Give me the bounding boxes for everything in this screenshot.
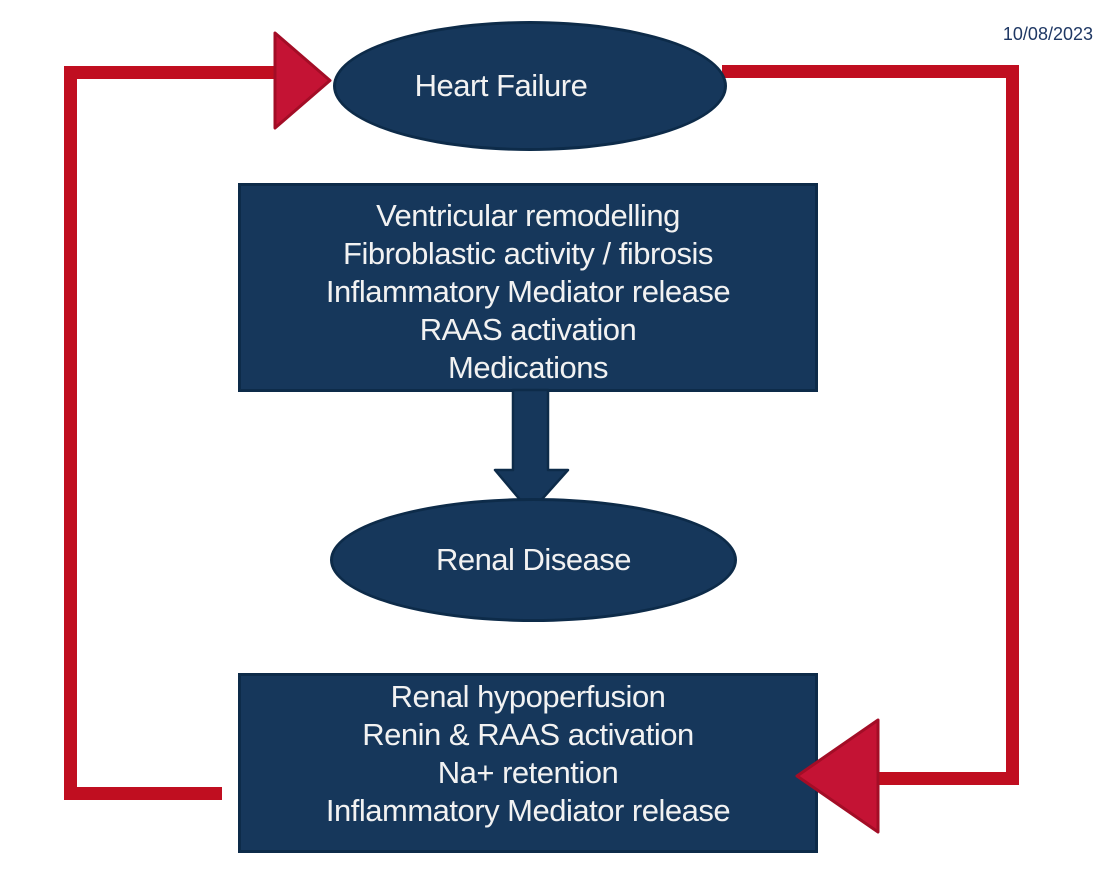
upper-box-line: Fibroblastic activity / fibrosis: [343, 236, 713, 271]
heart-failure-node: Heart Failure: [333, 21, 727, 151]
cycle-line-bottom-right-horizontal: [878, 772, 1019, 785]
renal-disease-label: Renal Disease: [435, 542, 632, 577]
upper-box-line: Ventricular remodelling: [376, 198, 680, 233]
lower-box-line: Na+ retention: [437, 755, 619, 790]
lower-box-line: Renin & RAAS activation: [362, 717, 694, 752]
upper-box-line: Medications: [448, 350, 608, 385]
cycle-line-top-left-horizontal: [64, 66, 276, 79]
renal-mechanisms-box: Renal hypoperfusion Renin & RAAS activat…: [238, 673, 818, 853]
cycle-line-right-vertical: [1006, 65, 1019, 785]
upper-box-line: RAAS activation: [419, 312, 637, 347]
slide-date: 10/08/2023: [1002, 24, 1093, 44]
cycle-line-bottom-left-horizontal: [64, 787, 222, 800]
upper-box-line: Inflammatory Mediator release: [325, 274, 731, 309]
lower-box-line: Inflammatory Mediator release: [325, 793, 731, 828]
lower-box-line: Renal hypoperfusion: [390, 679, 666, 714]
renal-disease-node: Renal Disease: [330, 498, 737, 622]
cycle-line-top-right-horizontal: [722, 65, 1019, 78]
cycle-line-left-vertical: [64, 66, 77, 800]
heart-failure-label: Heart Failure: [414, 68, 588, 103]
heart-mechanisms-box: Ventricular remodelling Fibroblastic act…: [238, 183, 818, 392]
